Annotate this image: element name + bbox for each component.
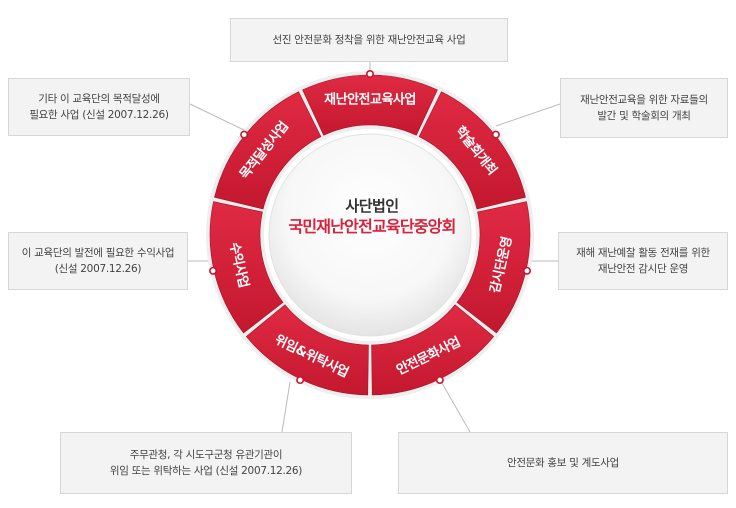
connector-dot [365, 70, 374, 79]
desc-box-right-mid: 재해 재난예찰 활동 전재를 위한 재난안전 감시단 운영 [558, 232, 728, 290]
connector-dots [209, 70, 531, 385]
ring-segment [302, 74, 438, 136]
center-subtitle: 사단법인 [345, 197, 399, 215]
connector-bottom-left [281, 381, 291, 433]
connector-right-top [495, 103, 561, 127]
ring-segment-label: 재난안전교육사업 [324, 92, 416, 108]
desc-box-right-top: 재난안전교육을 위한 자료들의 발간 및 학술회의 개최 [560, 78, 728, 138]
inner-disk [268, 133, 472, 337]
desc-right-mid-line-1: 재해 재난예찰 활동 전재를 위한 [576, 247, 710, 259]
connector-dot [522, 266, 531, 275]
connector-bottom-right [437, 375, 471, 433]
connector-left-top [189, 103, 247, 132]
desc-box-bottom-left: 주무관청, 각 시도구군청 유관기관이 위임 또는 위탁하는 사업 (신설 20… [60, 432, 352, 494]
desc-left-top-line-1: 기타 이 교육단의 목적달성에 [38, 93, 160, 105]
desc-left-mid-line-2: (신설 2007.12.26) [54, 263, 142, 275]
connector-dot [491, 130, 500, 139]
desc-bottom-left-line-2: 위임 또는 위탁하는 사업 (신설 2007.12.26) [109, 465, 303, 477]
desc-box-bottom-right: 안전문화 홍보 및 계도사업 [398, 432, 728, 494]
desc-right-top-line-2: 발간 및 학술회의 개최 [597, 110, 691, 122]
connector-dot [209, 266, 218, 275]
ring-segment [371, 304, 495, 396]
desc-top-line-1: 선진 안전문화 정착을 위한 재난안전교육 사업 [272, 34, 466, 46]
desc-box-top: 선진 안전문화 정착을 위한 재난안전교육 사업 [230, 18, 508, 62]
ring-segment [209, 201, 284, 334]
ring-segment [245, 304, 369, 396]
connector-dot [240, 130, 249, 139]
ring-segments: 재난안전교육사업학술회개최감시단운영안전문화사업위임&위탁사업수익사업목적달성사… [209, 74, 531, 396]
desc-bottom-left-line-1: 주무관청, 각 시도구군청 유관기관이 [129, 449, 283, 461]
desc-left-top-line-2: 필요한 사업 (신설 2007.12.26) [29, 109, 169, 121]
ring-segment [456, 201, 531, 334]
desc-right-top-line-1: 재난안전교육을 위한 자료들의 [580, 94, 708, 106]
center-org-name: 국민재난안전교육단중앙회 [288, 217, 456, 236]
center-title: 사단법인 국민재난안전교육단중앙회 [266, 196, 478, 256]
desc-bottom-right-line-1: 안전문화 홍보 및 계도사업 [506, 457, 620, 469]
connector-dot [435, 376, 444, 385]
connector-lines [188, 62, 561, 433]
desc-box-left-top: 기타 이 교육단의 목적달성에 필요한 사업 (신설 2007.12.26) [8, 78, 190, 136]
desc-right-mid-line-2: 재난안전 감시단 운영 [597, 263, 689, 275]
ring-segment [214, 91, 322, 210]
desc-left-mid-line-1: 이 교육단의 발전에 필요한 수익사업 [21, 247, 175, 259]
ring-segment [418, 91, 526, 210]
connector-dot [296, 376, 305, 385]
desc-box-left-mid: 이 교육단의 발전에 필요한 수익사업 (신설 2007.12.26) [8, 232, 188, 290]
